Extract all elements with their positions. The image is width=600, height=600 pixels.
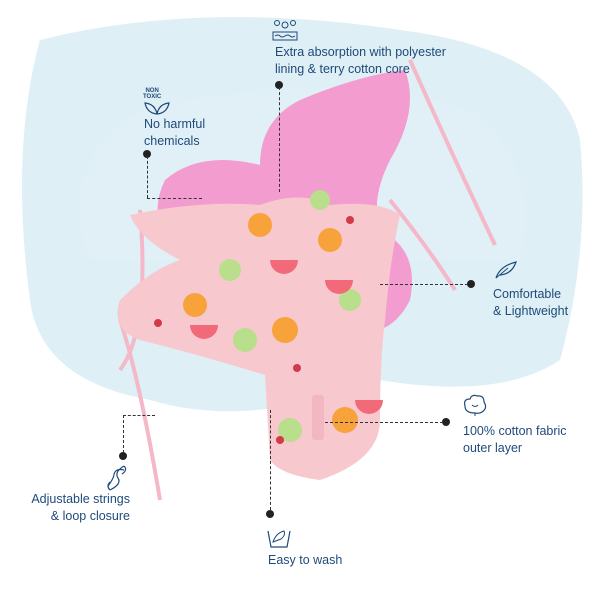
callout-line <box>325 422 443 423</box>
callout-line <box>279 87 280 192</box>
callout-dot <box>143 150 151 158</box>
feature-text: Extra absorption with polyester <box>275 45 446 59</box>
water-drops-icon <box>272 18 298 47</box>
feature-text: 100% cotton fabric <box>463 424 567 438</box>
rope-knot-icon <box>104 464 128 497</box>
hand-wash-icon <box>266 527 292 554</box>
non-toxic-leaf-icon <box>143 101 171 120</box>
callout-dot <box>266 510 274 518</box>
callout-dot <box>442 418 450 426</box>
feature-non-toxic: No harmful chemicals <box>144 116 205 150</box>
feature-adjustable: Adjustable strings & loop closure <box>20 491 130 525</box>
fruit-print <box>154 190 383 444</box>
badge-text: TOXIC <box>143 94 162 100</box>
badge-text: NON <box>145 88 159 94</box>
callout-dot <box>119 452 127 460</box>
callout-dot <box>467 280 475 288</box>
feature-text: Adjustable strings <box>31 492 130 506</box>
feature-text: outer layer <box>463 441 523 455</box>
callout-line <box>380 284 468 285</box>
callout-line <box>147 156 148 198</box>
callout-line <box>123 415 155 416</box>
cotton-flower-icon <box>462 393 488 422</box>
feature-text: Comfortable <box>493 287 562 301</box>
feature-text: Easy to wash <box>268 553 343 567</box>
feature-comfortable: Comfortable & Lightweight <box>493 286 568 320</box>
callout-dot <box>275 81 283 89</box>
feather-icon <box>494 260 518 285</box>
feature-text: & loop closure <box>50 509 130 523</box>
callout-line <box>270 410 271 510</box>
callout-line <box>123 415 124 453</box>
feature-cotton: 100% cotton fabric outer layer <box>463 423 567 457</box>
feature-text: chemicals <box>144 134 200 148</box>
callout-line <box>147 198 202 199</box>
cotton-outer-layer <box>117 197 400 480</box>
feature-easy-wash: Easy to wash <box>268 552 342 569</box>
feature-absorption: Extra absorption with polyester lining & … <box>275 44 446 78</box>
feature-text: lining & terry cotton core <box>275 62 410 76</box>
feature-text: No harmful <box>144 117 206 131</box>
feature-text: & Lightweight <box>493 304 569 318</box>
